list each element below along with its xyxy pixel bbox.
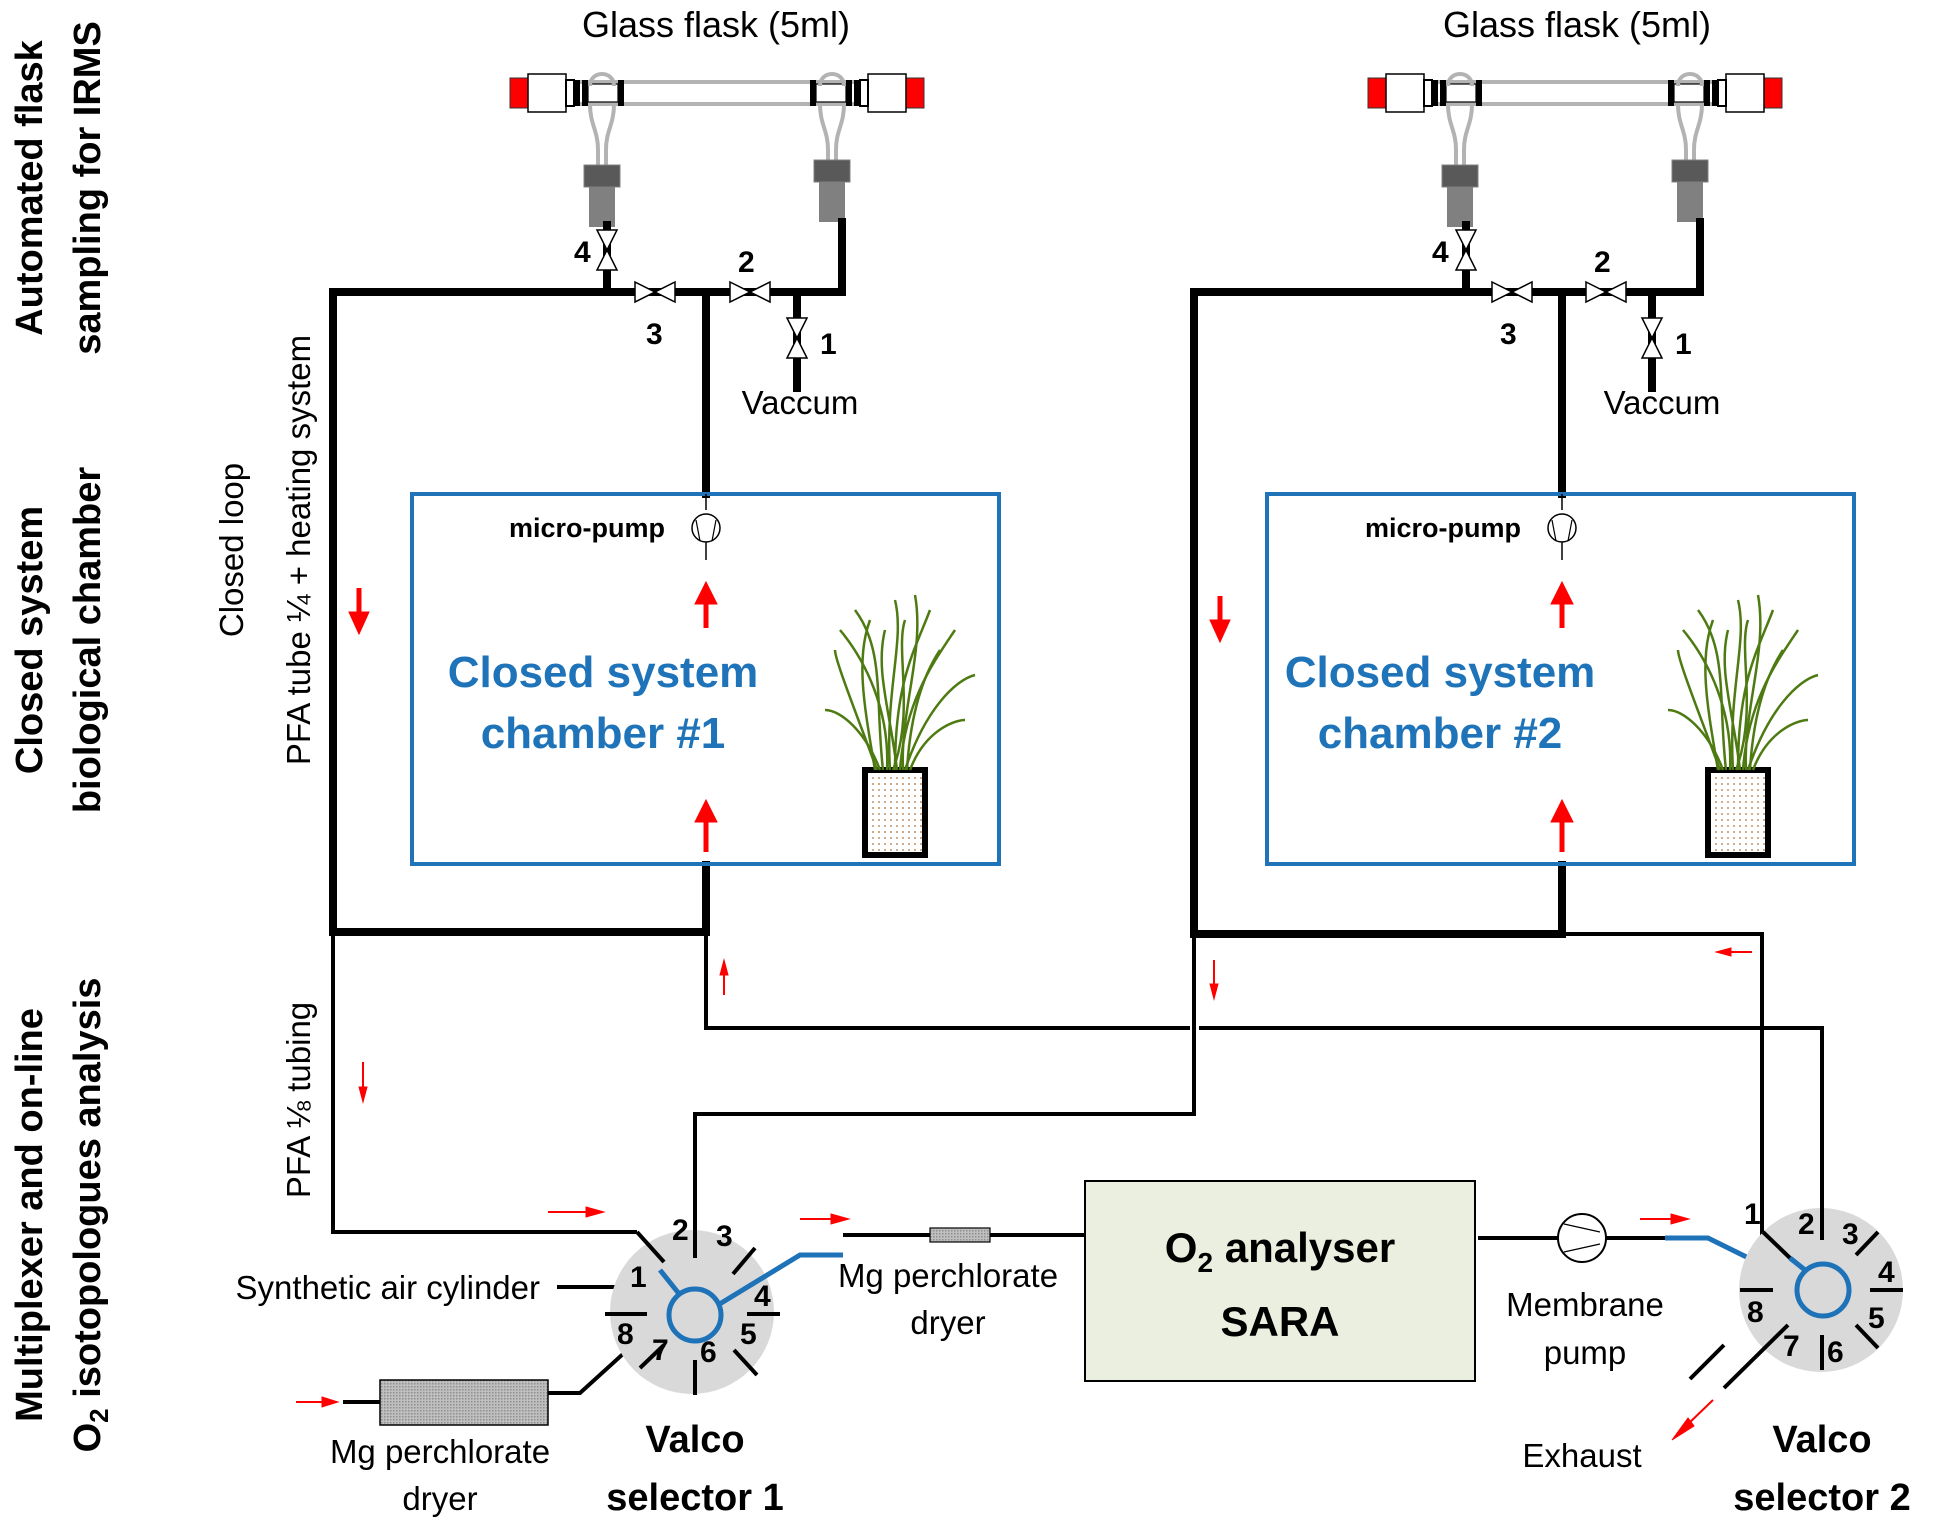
chamber-2: micro-pump Closed system chamber #2 [1265,492,1856,866]
side-label-line: biological chamber [67,467,109,814]
analyser-title: O2 analyser [1165,1224,1395,1278]
side-label-line: Closed system [9,506,51,774]
selector-title: selector 2 [1733,1477,1910,1519]
selector-title: Valco [645,1419,744,1461]
valve-1-icon[interactable] [1641,317,1663,359]
synthetic-air-cylinder-label: Synthetic air cylinder [236,1269,540,1306]
chamber-title: Closed system [1285,648,1596,697]
port-number: 6 [700,1336,717,1369]
port-number: 5 [1868,1302,1885,1335]
port-number: 8 [617,1318,634,1351]
valve-number-1: 1 [1675,328,1692,361]
side-label-multiplexer: Multiplexer and on-line O2 isotopologues… [9,978,114,1453]
port-number: 3 [1842,1218,1859,1251]
chamber-title: chamber #2 [1318,709,1563,758]
membrane-pump-label: Membrane [1506,1286,1664,1323]
o2-analyser-sara: O2 analyser SARA [1084,1180,1476,1382]
vacuum-label: Vaccum [1604,384,1721,421]
micro-pump-icon [1547,513,1577,543]
membrane-pump-icon [1557,1213,1607,1263]
loop-flow-arrows [348,588,1231,644]
glass-flask-icon [1366,72,1784,229]
port-number: 8 [1747,1296,1764,1329]
tubing-flow-arrows [296,947,1752,1441]
dryer-label: Mg perchlorate [330,1433,550,1470]
exhaust-label: Exhaust [1522,1437,1641,1474]
selector-title: selector 1 [606,1477,783,1519]
flow-arrow-icon [694,580,718,852]
port-number: 4 [754,1280,771,1313]
flow-arrow-icon [1550,580,1574,852]
closed-loop-label: Closed loop [213,463,250,637]
flask-assembly-2: Glass flask (5ml) 4 3 2 1 Vaccum [1190,4,1784,498]
valve-1-icon[interactable] [786,317,808,359]
port-number: 4 [1878,1256,1895,1289]
port-number: 6 [1827,1336,1844,1369]
valve-3-icon[interactable] [1491,281,1533,303]
membrane-pump: Membrane pump [1506,1213,1664,1371]
port-number: 1 [1744,1198,1761,1231]
chamber-1: micro-pump Closed system chamber #1 [410,492,1001,866]
port-number: 1 [630,1261,647,1294]
micro-pump-label: micro-pump [509,513,665,543]
micro-pump-label: micro-pump [1365,513,1521,543]
port-number: 5 [740,1318,757,1351]
selector-title: Valco [1772,1419,1871,1461]
valco-selector-1[interactable]: 1 2 3 4 5 6 7 8 Valco selector 1 [605,1210,843,1519]
side-label-biological-chamber: Closed system biological chamber [9,467,109,814]
valve-4-icon[interactable] [1455,229,1477,271]
plant-icon [1668,595,1818,855]
valco-selector-2[interactable]: 1 2 3 4 5 6 7 8 Valco selector 2 [1722,1198,1911,1519]
valve-number-1: 1 [820,328,837,361]
side-label-flask-sampling: Automated flask sampling for IRMS [9,21,109,355]
valve-number-4: 4 [1432,236,1449,269]
flask-assembly-1: Glass flask (5ml) 4 3 2 1 Vaccum [329,4,926,498]
valve-number-2: 2 [1594,246,1611,279]
port-number: 2 [1798,1208,1815,1241]
valve-number-4: 4 [574,236,591,269]
valve-3-icon[interactable] [634,281,676,303]
closed-loop-1-tube [329,288,710,936]
membrane-pump-label: pump [1544,1334,1627,1371]
side-label-line: Automated flask [9,39,51,335]
valve-4-icon[interactable] [596,229,618,271]
side-label-line: sampling for IRMS [67,21,109,355]
valve-number-3: 3 [646,318,663,351]
side-label-line: O2 isotopologues analysis [67,978,114,1453]
valve-2-icon[interactable] [1585,281,1627,303]
port-number: 2 [672,1214,689,1247]
glass-flask-icon [508,72,926,229]
pfa-eighth-tube-label: PFA ⅛ tubing [280,1002,317,1198]
side-label-line: Multiplexer and on-line [9,1008,51,1422]
valve-number-3: 3 [1500,318,1517,351]
pfa-quarter-tube-label: PFA tube ¼ + heating system [280,335,317,765]
port-number: 7 [1783,1330,1800,1363]
rotor-path [716,1252,843,1308]
pfa-eighth-tubing [331,932,1824,1404]
analyser-subtitle: SARA [1220,1298,1339,1345]
flask-label: Glass flask (5ml) [1443,4,1711,45]
vacuum-label: Vaccum [742,384,859,421]
chamber-2-box [1265,492,1856,866]
flask-label: Glass flask (5ml) [582,4,850,45]
micro-pump-icon [691,513,721,543]
analyser-box [1084,1180,1476,1382]
dryer-label: Mg perchlorate [838,1257,1058,1294]
port-number: 7 [652,1334,669,1367]
dryer-label: dryer [910,1304,985,1341]
mg-perchlorate-dryer-2-icon [929,1227,991,1243]
valve-2-icon[interactable] [729,281,771,303]
chamber-title: Closed system [448,648,759,697]
port-number: 3 [716,1220,733,1253]
dryer-label: dryer [402,1480,477,1517]
closed-loop-2-tube [1190,288,1566,938]
mg-perchlorate-dryer-1-icon [379,1379,549,1426]
chamber-title: chamber #1 [481,709,726,758]
valve-number-2: 2 [738,246,755,279]
plant-icon [825,595,975,855]
